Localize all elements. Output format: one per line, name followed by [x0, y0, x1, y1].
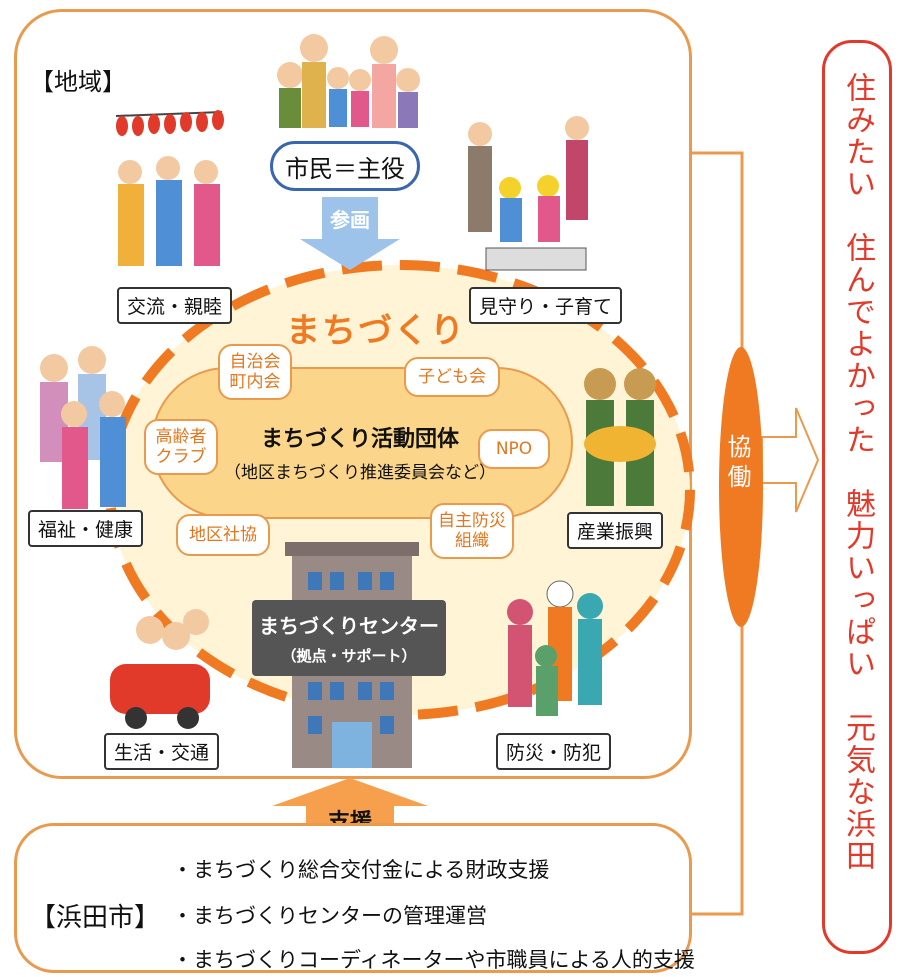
festival-illustration	[115, 110, 224, 266]
label-sangyou: 産業振興	[567, 512, 664, 549]
city-item-2: ・まちづくりセンターの管理運営	[172, 904, 487, 928]
pill-bousai-soshiki: 自主防災 組織	[430, 503, 514, 559]
machizukuri-dashed-ring	[105, 260, 695, 720]
participation-label: 参画	[330, 208, 370, 232]
kyoudou-label: 協働	[723, 434, 751, 494]
city-item-1: ・まちづくり総合交付金による財政支援	[172, 858, 550, 882]
machizukuri-label: まちづくり	[286, 311, 466, 351]
city-item-3: ・まちづくりコーディネーターや市職員による人的支援	[172, 948, 695, 972]
citizens-illustration	[277, 34, 420, 128]
outcome-text: 住みたい 住んでよかった 魅力いっぱい 元気な浜田	[840, 72, 875, 872]
activity-group-subtitle: （地区まちづくり推進委員会など）	[224, 463, 496, 483]
label-seikatsu: 生活・交通	[104, 733, 220, 770]
outcome-frame	[822, 40, 892, 954]
disaster-patrol-illustration	[507, 580, 603, 716]
car-illustration	[110, 609, 210, 729]
support-arrow-head	[272, 778, 428, 806]
label-kouryu: 交流・親睦	[117, 287, 233, 324]
welfare-illustration	[40, 346, 126, 509]
city-frame	[14, 823, 692, 973]
farmers-illustration	[584, 368, 656, 506]
outcome-arrow	[761, 407, 820, 513]
pill-kodomokai: 子ども会	[404, 357, 500, 397]
kyoudou-oval	[719, 347, 763, 627]
label-bousai: 防災・防犯	[496, 733, 612, 770]
participation-arrow-head	[300, 239, 400, 270]
school-crossing-illustration	[468, 116, 589, 271]
pill-chikusha: 地区社協	[176, 514, 270, 556]
center-building-title: まちづくりセンター	[259, 614, 439, 638]
pill-koureisha: 高齢者 クラブ	[144, 419, 218, 475]
pill-npo: NPO	[478, 429, 550, 469]
participation-arrow-body	[322, 197, 378, 239]
center-building-label: まちづくりセンター （拠点・サポート）	[252, 600, 446, 676]
pill-jichikai: 自治会 町内会	[218, 344, 292, 400]
label-fukushi: 福祉・健康	[28, 510, 144, 547]
city-title: 【浜田市】	[30, 903, 161, 933]
label-mimamori: 見守り・子育て	[469, 287, 623, 324]
citizen-main-role: 市民＝主役	[270, 141, 420, 191]
building-door	[332, 722, 372, 768]
activity-group-title: まちづくり活動団体	[260, 427, 459, 452]
center-building-subtitle: （拠点・サポート）	[281, 647, 417, 665]
region-title: 【地域】	[30, 68, 126, 96]
